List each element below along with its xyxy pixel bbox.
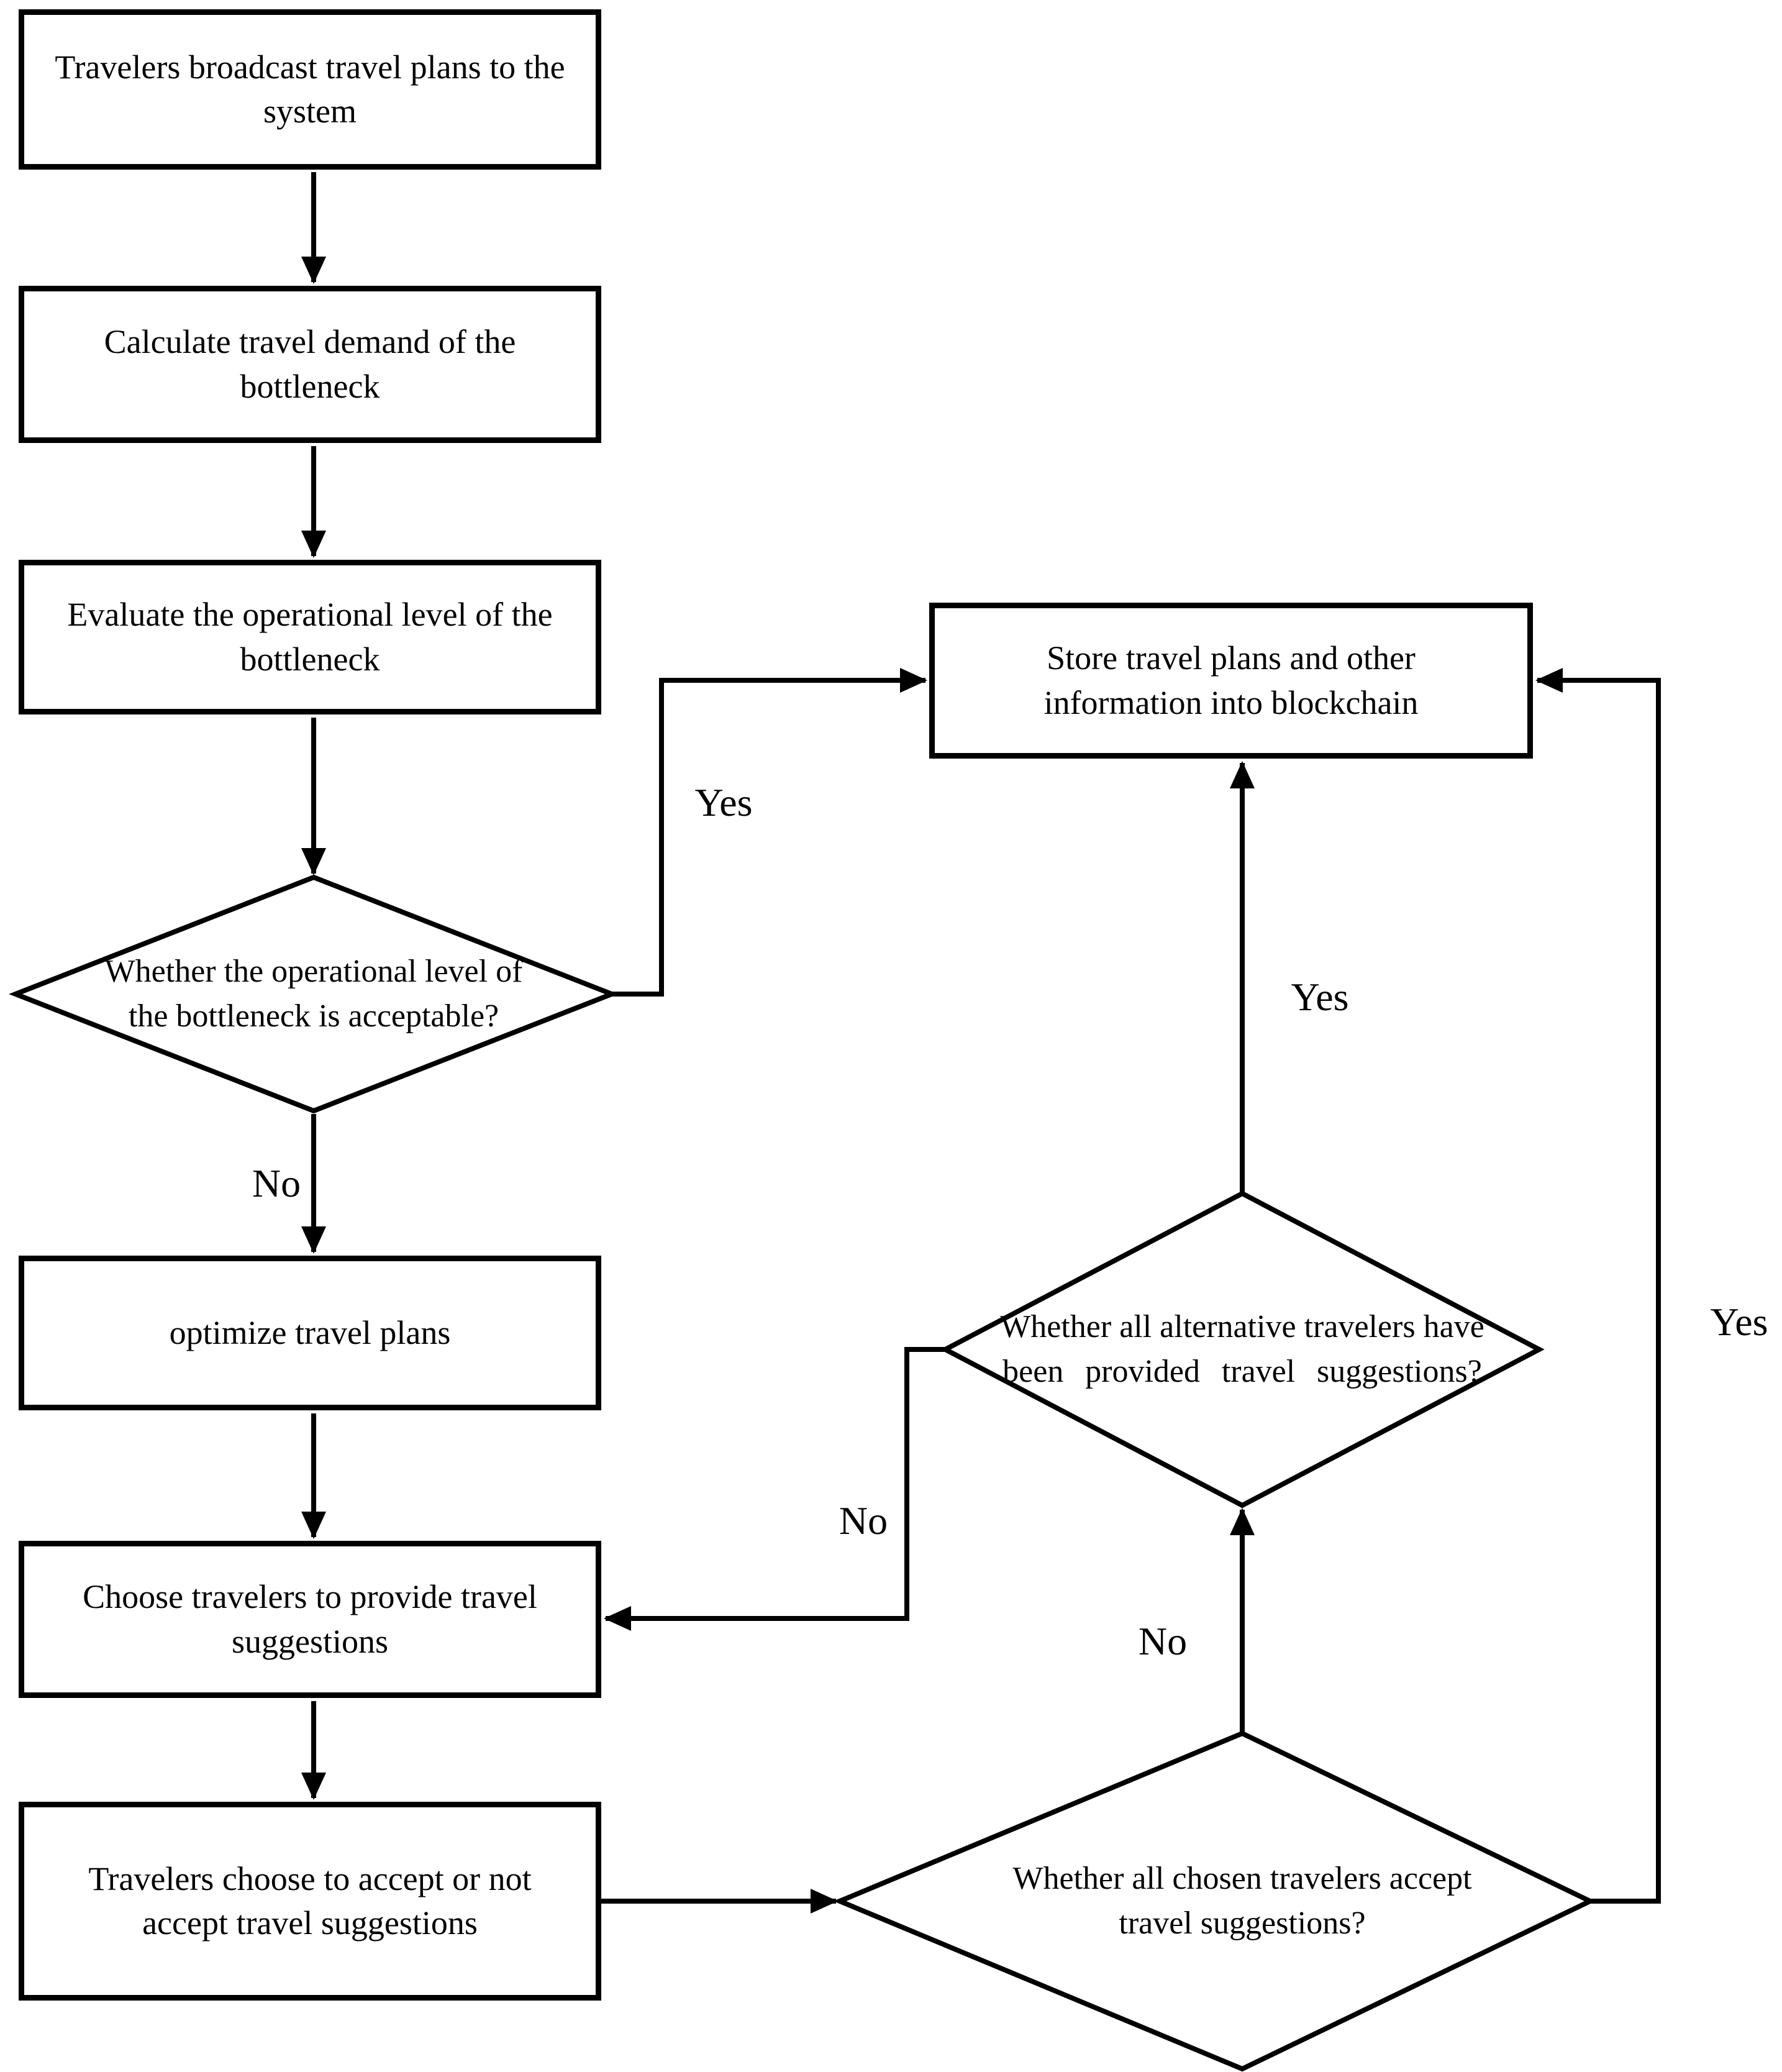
process-box-calculate-line1: Calculate travel demand of the — [104, 323, 516, 361]
process-box-optimize-plans: optimize travel plans — [19, 1256, 601, 1410]
process-box-calculate-demand: Calculate travel demand of the bottlenec… — [19, 286, 601, 443]
decision-alternative-line2: been provided travel suggestions? — [1002, 1354, 1482, 1389]
process-box-choose-line2: suggestions — [231, 1622, 389, 1660]
process-box-store-line1: Store travel plans and other — [1047, 639, 1416, 677]
decision-chosen-line2: travel suggestions? — [1119, 1905, 1366, 1941]
process-box-travelers-accept: Travelers choose to accept or not accept… — [19, 1802, 601, 2001]
decision-alternative-line1: Whether all alternative travelers have — [1000, 1309, 1484, 1345]
process-box-travelers-accept-line1: Travelers choose to accept or not — [88, 1860, 532, 1897]
process-box-optimize-line1: optimize travel plans — [169, 1313, 451, 1351]
process-box-broadcast-line1: Travelers broadcast travel plans to the — [55, 48, 565, 86]
branch-label-yes-operational: Yes — [694, 780, 753, 824]
decision-text-chosen-travelers: Whether all chosen travelers accept trav… — [932, 1827, 1553, 1976]
connector-chosen-yes-to-store — [1535, 668, 1661, 1904]
process-box-evaluate-line2: bottleneck — [240, 640, 380, 678]
process-box-travelers-accept-line2: accept travel suggestions — [142, 1904, 478, 1942]
process-box-store-blockchain: Store travel plans and other information… — [929, 603, 1533, 759]
process-box-broadcast-plans: Travelers broadcast travel plans to the … — [19, 9, 601, 170]
connector-decision-yes-to-store — [612, 668, 927, 997]
decision-text-operational-level: Whether the operational level of the bot… — [47, 913, 581, 1075]
process-box-evaluate-line1: Evaluate the operational level of the — [67, 596, 553, 634]
branch-label-no-alternative: No — [839, 1499, 888, 1543]
connector-alternative-no-to-choose — [604, 1347, 945, 1631]
process-box-broadcast-line2: system — [263, 93, 357, 130]
process-box-evaluate-level: Evaluate the operational level of the bo… — [19, 560, 601, 714]
branch-label-no-operational: No — [252, 1161, 301, 1205]
branch-label-yes-chosen: Yes — [1710, 1300, 1768, 1344]
branch-label-yes-alternative: Yes — [1291, 975, 1349, 1019]
process-box-choose-travelers: Choose travelers to provide travel sugge… — [19, 1541, 601, 1698]
branch-label-no-chosen: No — [1138, 1619, 1188, 1663]
decision-operational-line2: the bottleneck is acceptable? — [128, 998, 499, 1034]
decision-chosen-line1: Whether all chosen travelers accept — [1012, 1861, 1472, 1897]
decision-text-alternative-travelers: Whether all alternative travelers have b… — [932, 1275, 1553, 1424]
process-box-calculate-line2: bottleneck — [240, 367, 380, 405]
decision-operational-line1: Whether the operational level of — [104, 954, 523, 990]
process-box-choose-line1: Choose travelers to provide travel — [83, 1578, 537, 1616]
process-box-store-line2: information into blockchain — [1043, 683, 1419, 721]
decision-diamond-alternative-travelers — [940, 1190, 1545, 1508]
